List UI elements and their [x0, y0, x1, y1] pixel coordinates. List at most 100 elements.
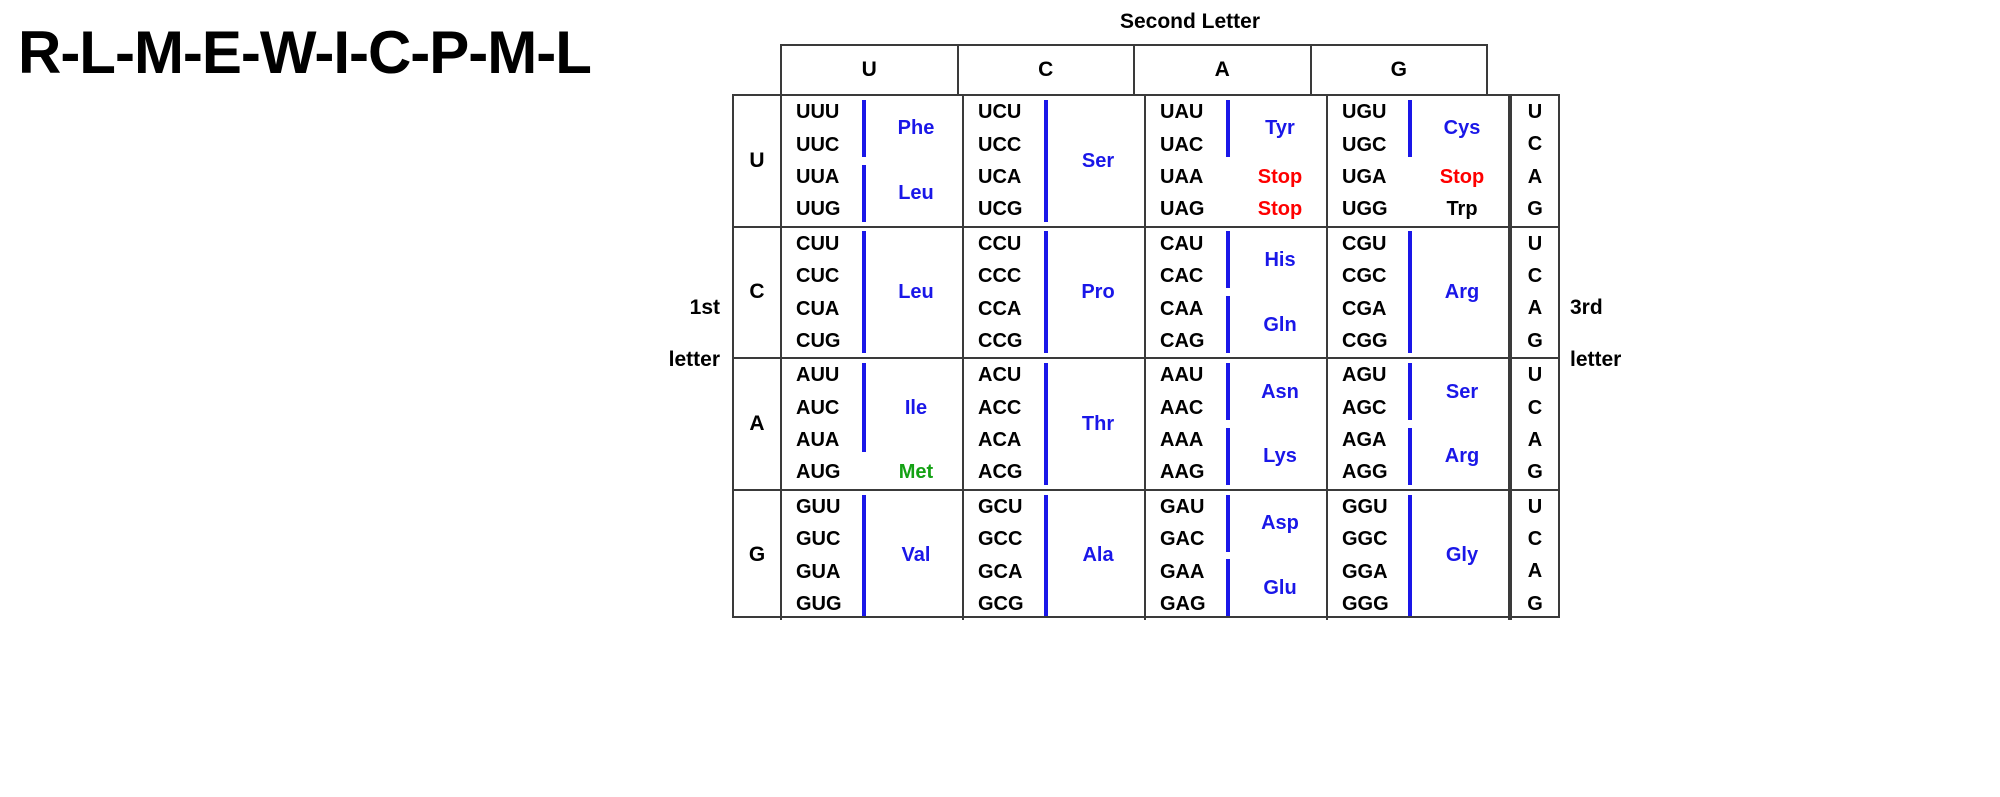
bracket-bar-icon [1408, 363, 1412, 420]
codon-text: UCG [978, 198, 1023, 221]
codon-text: GUG [796, 593, 842, 616]
bracket-bar-icon [1044, 231, 1048, 354]
codon-text: UAG [1160, 198, 1205, 221]
codon-text: CAC [1160, 265, 1204, 288]
codon-text: AGA [1342, 429, 1387, 452]
bracket-bar-icon [862, 164, 866, 222]
codon-line: CUC [796, 260, 962, 292]
codon-text: GAG [1160, 593, 1206, 616]
codon-text: ACG [978, 461, 1023, 484]
bracket-bar-icon [1226, 494, 1230, 552]
second-letter-header-c: C [956, 46, 1134, 94]
bracket-bar-icon [862, 231, 866, 354]
codon-line: AGU [1342, 359, 1508, 391]
page-title: R-L-M-E-W-I-C-P-M-L [18, 19, 592, 86]
codon-text: GGC [1342, 528, 1388, 551]
third-letter-a: A [1527, 560, 1543, 583]
codon-bracket-group [862, 228, 867, 358]
third-letter-u: U [1527, 495, 1543, 518]
codon-text: GCC [978, 528, 1023, 551]
amino-acid-label: Cys [1443, 117, 1481, 140]
codon-text: AAC [1160, 396, 1204, 419]
codon-text: CCC [978, 265, 1022, 288]
codon-text: UCU [978, 101, 1022, 124]
codon-line: AUA [796, 424, 962, 456]
amino-acid-label: Stop [1439, 165, 1485, 188]
codon-text: UAA [1160, 165, 1204, 188]
amino-acid-label: Stop [1257, 165, 1303, 188]
amino-acid-label: Ala [1082, 544, 1114, 567]
codon-line: GUC [796, 523, 962, 555]
amino-acid-label: Glu [1263, 576, 1297, 599]
codon-text: GCG [978, 593, 1024, 616]
codon-bracket-group [1044, 359, 1049, 489]
codon-line: AUC [796, 392, 962, 424]
amino-acid-label: Gly [1445, 544, 1479, 567]
codon-text: CAU [1160, 232, 1204, 255]
first-letter-c: C [734, 227, 782, 358]
codon-text: CAG [1160, 329, 1205, 352]
codon-line: AGG [1342, 456, 1508, 488]
codon-line: UCC [978, 128, 1144, 160]
amino-acid-label: Met [898, 461, 934, 484]
codon-text: GCA [978, 560, 1023, 583]
codon-text: GAC [1160, 528, 1205, 551]
codon-line: ACC [978, 392, 1144, 424]
bracket-bar-icon [862, 99, 866, 157]
amino-acid-group: Gly [1420, 491, 1504, 621]
amino-acid-label: Val [901, 544, 931, 567]
codon-line: CGG [1342, 325, 1508, 357]
codon-line: CUU [796, 228, 962, 260]
codon-text: GUA [796, 560, 841, 583]
codon-line: UGC [1342, 128, 1508, 160]
bracket-bar-icon [1226, 296, 1230, 354]
codon-text: GGA [1342, 560, 1388, 583]
codon-text: AAU [1160, 364, 1204, 387]
codon-line: GUG [796, 588, 962, 620]
bracket-bar-icon [1226, 99, 1230, 157]
codon-line: GAC [1160, 523, 1326, 555]
codon-bracket-group [1408, 359, 1413, 489]
codon-bracket-group [1044, 228, 1049, 358]
codon-line: GGC [1342, 523, 1508, 555]
codon-line: UCU [978, 96, 1144, 128]
codon-text: UAC [1160, 133, 1204, 156]
first-letter-label: 1st letter [610, 296, 720, 372]
third-letter-u: U [1527, 232, 1543, 255]
amino-acid-label: Stop [1257, 198, 1303, 221]
codon-bracket-group [1044, 491, 1049, 621]
amino-acid-label: Arg [1444, 445, 1480, 468]
codon-text: GUU [796, 495, 841, 518]
codon-line: UUU [796, 96, 962, 128]
amino-acid-label: Leu [898, 281, 934, 304]
bracket-bar-icon [1044, 99, 1048, 222]
codon-line: CUG [796, 325, 962, 357]
bracket-bar-icon [1408, 99, 1412, 157]
codon-text: ACU [978, 364, 1022, 387]
codon-bracket-group [1408, 96, 1413, 226]
codon-bracket-group [1044, 96, 1049, 226]
codon-line: GAU [1160, 491, 1326, 523]
amino-acid-label: Thr [1081, 412, 1115, 435]
third-letter-u: U [1527, 101, 1543, 123]
amino-acid-label: Trp [1446, 198, 1478, 221]
codon-text: AAG [1160, 461, 1205, 484]
codon-line: GUU [796, 491, 962, 523]
third-letter-u: U [1527, 364, 1543, 387]
codon-line: GAG [1160, 588, 1326, 620]
amino-acid-label: Lys [1263, 445, 1297, 468]
bracket-bar-icon [1226, 559, 1230, 617]
codon-text: AUU [796, 364, 840, 387]
